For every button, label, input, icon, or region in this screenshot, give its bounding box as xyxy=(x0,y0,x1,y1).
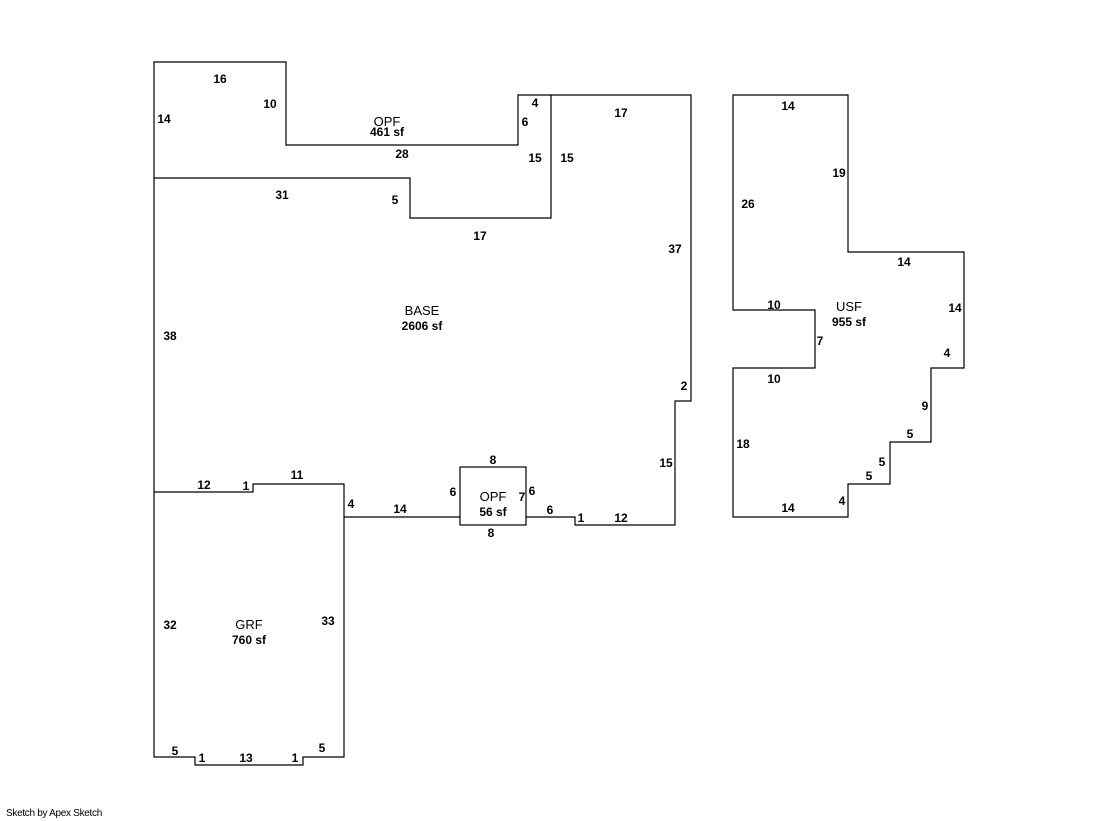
base-size: 2606 sf xyxy=(402,319,444,333)
grf-size: 760 sf xyxy=(232,633,267,647)
dimension-label: 26 xyxy=(741,197,755,211)
dimension-label: 32 xyxy=(163,618,177,632)
grf-name: GRF xyxy=(235,617,263,632)
dimension-label: 4 xyxy=(532,96,539,110)
dimension-label: 1 xyxy=(199,751,206,765)
opf-small-size: 56 sf xyxy=(479,505,507,519)
dimension-label: 10 xyxy=(263,97,277,111)
dimension-label: 4 xyxy=(348,497,355,511)
dimension-label: 14 xyxy=(781,99,795,113)
dimension-label: 1 xyxy=(292,751,299,765)
base-outline-lower xyxy=(153,178,460,518)
dimension-label: 4 xyxy=(944,346,951,360)
base-name: BASE xyxy=(405,303,440,318)
dimension-label: 6 xyxy=(529,484,536,498)
dimension-label: 37 xyxy=(668,242,682,256)
dimension-label: 1 xyxy=(578,511,585,525)
dimension-label: 8 xyxy=(490,453,497,467)
base-outline xyxy=(154,94,692,526)
opf-top-size: 461 sf xyxy=(370,125,405,139)
usf-name: USF xyxy=(836,299,862,314)
dimension-label: 2 xyxy=(681,379,688,393)
dimension-label: 9 xyxy=(922,399,929,413)
opf-small-name: OPF xyxy=(480,489,507,504)
dimension-label: 5 xyxy=(907,427,914,441)
dimension-label: 16 xyxy=(213,72,227,86)
dimension-label: 13 xyxy=(239,751,253,765)
dimension-label: 17 xyxy=(473,229,487,243)
grf-outline xyxy=(153,492,345,766)
dimension-label: 6 xyxy=(522,115,529,129)
dimension-label: 6 xyxy=(547,503,554,517)
usf-outline xyxy=(732,94,965,518)
dimension-label: 7 xyxy=(519,490,526,504)
dimension-label: 7 xyxy=(817,334,824,348)
dimension-label: 1 xyxy=(243,479,250,493)
dimension-label: 14 xyxy=(948,301,962,315)
usf-size: 955 sf xyxy=(832,315,867,329)
dimension-label: 28 xyxy=(395,147,409,161)
dimension-label: 31 xyxy=(275,188,289,202)
dimension-label: 5 xyxy=(866,469,873,483)
dimension-label: 12 xyxy=(197,478,211,492)
dimension-label: 10 xyxy=(767,298,781,312)
opf-small-outline xyxy=(459,466,527,526)
sketch-credit: Sketch by Apex Sketch xyxy=(6,808,102,819)
dimension-label: 15 xyxy=(659,456,673,470)
dimension-label: 4 xyxy=(839,494,846,508)
dimension-label: 15 xyxy=(528,151,542,165)
opf-top-name: OPF xyxy=(374,114,401,129)
dimension-label: 11 xyxy=(291,468,304,482)
dimension-label: 33 xyxy=(321,614,335,628)
dimension-label: 5 xyxy=(319,741,326,755)
dimension-label: 19 xyxy=(832,166,846,180)
dimension-label: 14 xyxy=(781,501,795,515)
dimension-label: 14 xyxy=(897,255,911,269)
dimension-label: 15 xyxy=(560,151,574,165)
dimension-label: 38 xyxy=(163,329,177,343)
opf-top-outline xyxy=(153,61,551,178)
dimension-label: 14 xyxy=(157,112,171,126)
dimension-label: 6 xyxy=(450,485,457,499)
dimension-label: 18 xyxy=(736,437,750,451)
dimension-label: 5 xyxy=(172,744,179,758)
dimension-label: 12 xyxy=(614,511,628,525)
dimension-label: 17 xyxy=(614,106,628,120)
dimension-label: 10 xyxy=(767,372,781,386)
dimension-label: 14 xyxy=(393,502,407,516)
dimension-label: 8 xyxy=(488,526,495,540)
dimension-label: 5 xyxy=(879,455,886,469)
dimension-label: 5 xyxy=(392,193,399,207)
